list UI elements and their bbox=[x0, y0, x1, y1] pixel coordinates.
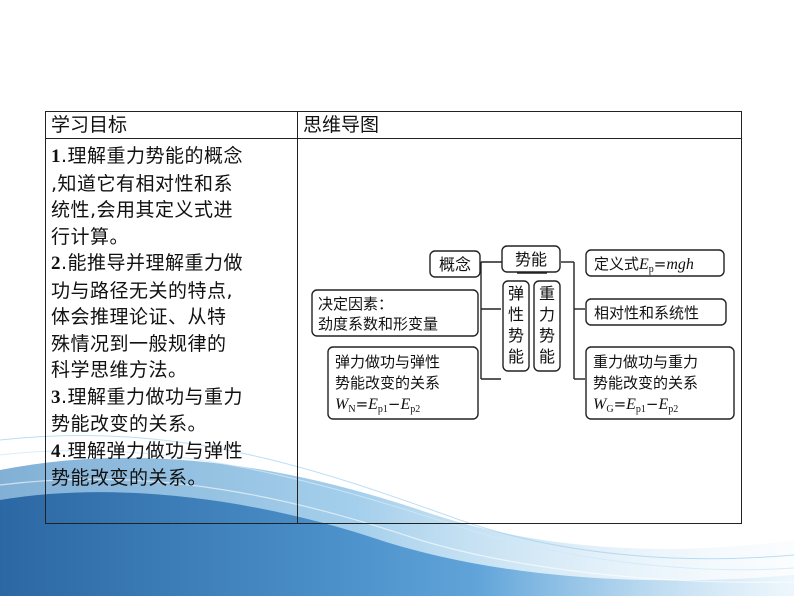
gravity-char: 力 bbox=[539, 305, 555, 324]
gravity-char: 能 bbox=[539, 347, 555, 366]
goal-number: 1 bbox=[51, 146, 61, 167]
goal-text-line: 行计算。 bbox=[51, 225, 130, 248]
elastic-work-node: 弹力做功与弹性 势能改变的关系 WN=Ep1−Ep2 bbox=[327, 346, 479, 420]
header-learning-goals: 学习目标 bbox=[45, 111, 298, 139]
goal-text-line: 体会推理论证、从特 bbox=[51, 306, 227, 328]
goal-text-line: .理解重力做功与重力 bbox=[61, 385, 244, 408]
goal-3: 3.理解重力做功与重力 势能改变的关系。 bbox=[51, 384, 292, 438]
goal-text-line: 功与路径无关的特点, bbox=[51, 279, 234, 302]
elastic-char: 势 bbox=[508, 326, 524, 345]
gravity-work-line-1: 重力做功与重力 bbox=[593, 353, 698, 371]
gravity-work-formula: WG=Ep1−Ep2 bbox=[593, 395, 678, 415]
mind-map-diagram: 势能 概念 弹 性 势 能 重 bbox=[311, 245, 735, 420]
goal-text-line: 殊情况到一般规律的 bbox=[51, 332, 227, 355]
concept-label: 概念 bbox=[439, 255, 471, 274]
goal-number: 3 bbox=[51, 386, 61, 408]
elastic-work-line-2: 势能改变的关系 bbox=[335, 374, 440, 392]
goal-text-line: 势能改变的关系。 bbox=[51, 413, 208, 435]
connector-lines bbox=[480, 261, 585, 380]
goal-number: 2 bbox=[51, 253, 61, 274]
relativity-label: 相对性和系统性 bbox=[594, 304, 699, 322]
goal-number: 4 bbox=[51, 440, 61, 462]
mind-map-cell: 势能 概念 弹 性 势 能 重 bbox=[297, 138, 742, 524]
gravity-work-node: 重力做功与重力 势能改变的关系 WG=Ep1−Ep2 bbox=[585, 346, 735, 420]
goal-text-line: 统性,会用其定义式进 bbox=[51, 199, 234, 221]
table-header-row: 学习目标 思维导图 bbox=[45, 111, 742, 139]
elastic-char: 能 bbox=[508, 347, 524, 366]
goal-2: 2.能推导并理解重力做 功与路径无关的特点, 体会推理论证、从特 殊情况到一般规… bbox=[51, 250, 292, 384]
goal-text-line: .理解重力势能的概念 bbox=[61, 145, 244, 167]
goal-text-line: ,知道它有相对性和系 bbox=[51, 172, 234, 195]
gravity-char: 势 bbox=[539, 326, 555, 345]
factors-node: 决定因素： 劲度系数和形变量 bbox=[311, 289, 479, 337]
goal-text-line: .能推导并理解重力做 bbox=[61, 252, 244, 274]
relativity-node: 相对性和系统性 bbox=[585, 298, 727, 326]
goal-text-line: 科学思维方法。 bbox=[51, 359, 188, 381]
table-body-row: 1.理解重力势能的概念 ,知道它有相对性和系 统性,会用其定义式进 行计算。 2… bbox=[45, 138, 742, 524]
goal-4: 4.理解弹力做功与弹性 势能改变的关系。 bbox=[51, 438, 292, 492]
learning-goals-cell: 1.理解重力势能的概念 ,知道它有相对性和系 统性,会用其定义式进 行计算。 2… bbox=[45, 138, 298, 524]
factors-line-1: 决定因素： bbox=[318, 295, 393, 313]
gravity-work-line-2: 势能改变的关系 bbox=[593, 374, 698, 392]
root-label: 势能 bbox=[515, 250, 547, 269]
header-mind-map: 思维导图 bbox=[297, 111, 742, 139]
gravity-char: 重 bbox=[539, 284, 555, 303]
content-table: 学习目标 思维导图 1.理解重力势能的概念 ,知道它有相对性和系 统性,会用其定… bbox=[45, 111, 742, 524]
elastic-work-formula: WN=Ep1−Ep2 bbox=[335, 395, 420, 415]
concept-node: 概念 bbox=[429, 250, 481, 278]
factors-line-2: 劲度系数和形变量 bbox=[318, 315, 438, 333]
definition-node: 定义式Ep=mgh bbox=[585, 249, 725, 277]
definition-formula: 定义式Ep=mgh bbox=[594, 255, 694, 275]
root-node: 势能 bbox=[501, 245, 561, 273]
elastic-char: 弹 bbox=[508, 284, 524, 303]
gravity-potential-node: 重 力 势 能 bbox=[533, 280, 561, 372]
elastic-char: 性 bbox=[508, 305, 524, 324]
elastic-potential-node: 弹 性 势 能 bbox=[502, 280, 530, 372]
elastic-work-line-1: 弹力做功与弹性 bbox=[335, 353, 440, 371]
goal-text-line: 势能改变的关系。 bbox=[51, 467, 208, 489]
goal-1: 1.理解重力势能的概念 ,知道它有相对性和系 统性,会用其定义式进 行计算。 bbox=[51, 143, 292, 250]
goal-text-line: .理解弹力做功与弹性 bbox=[61, 439, 244, 462]
